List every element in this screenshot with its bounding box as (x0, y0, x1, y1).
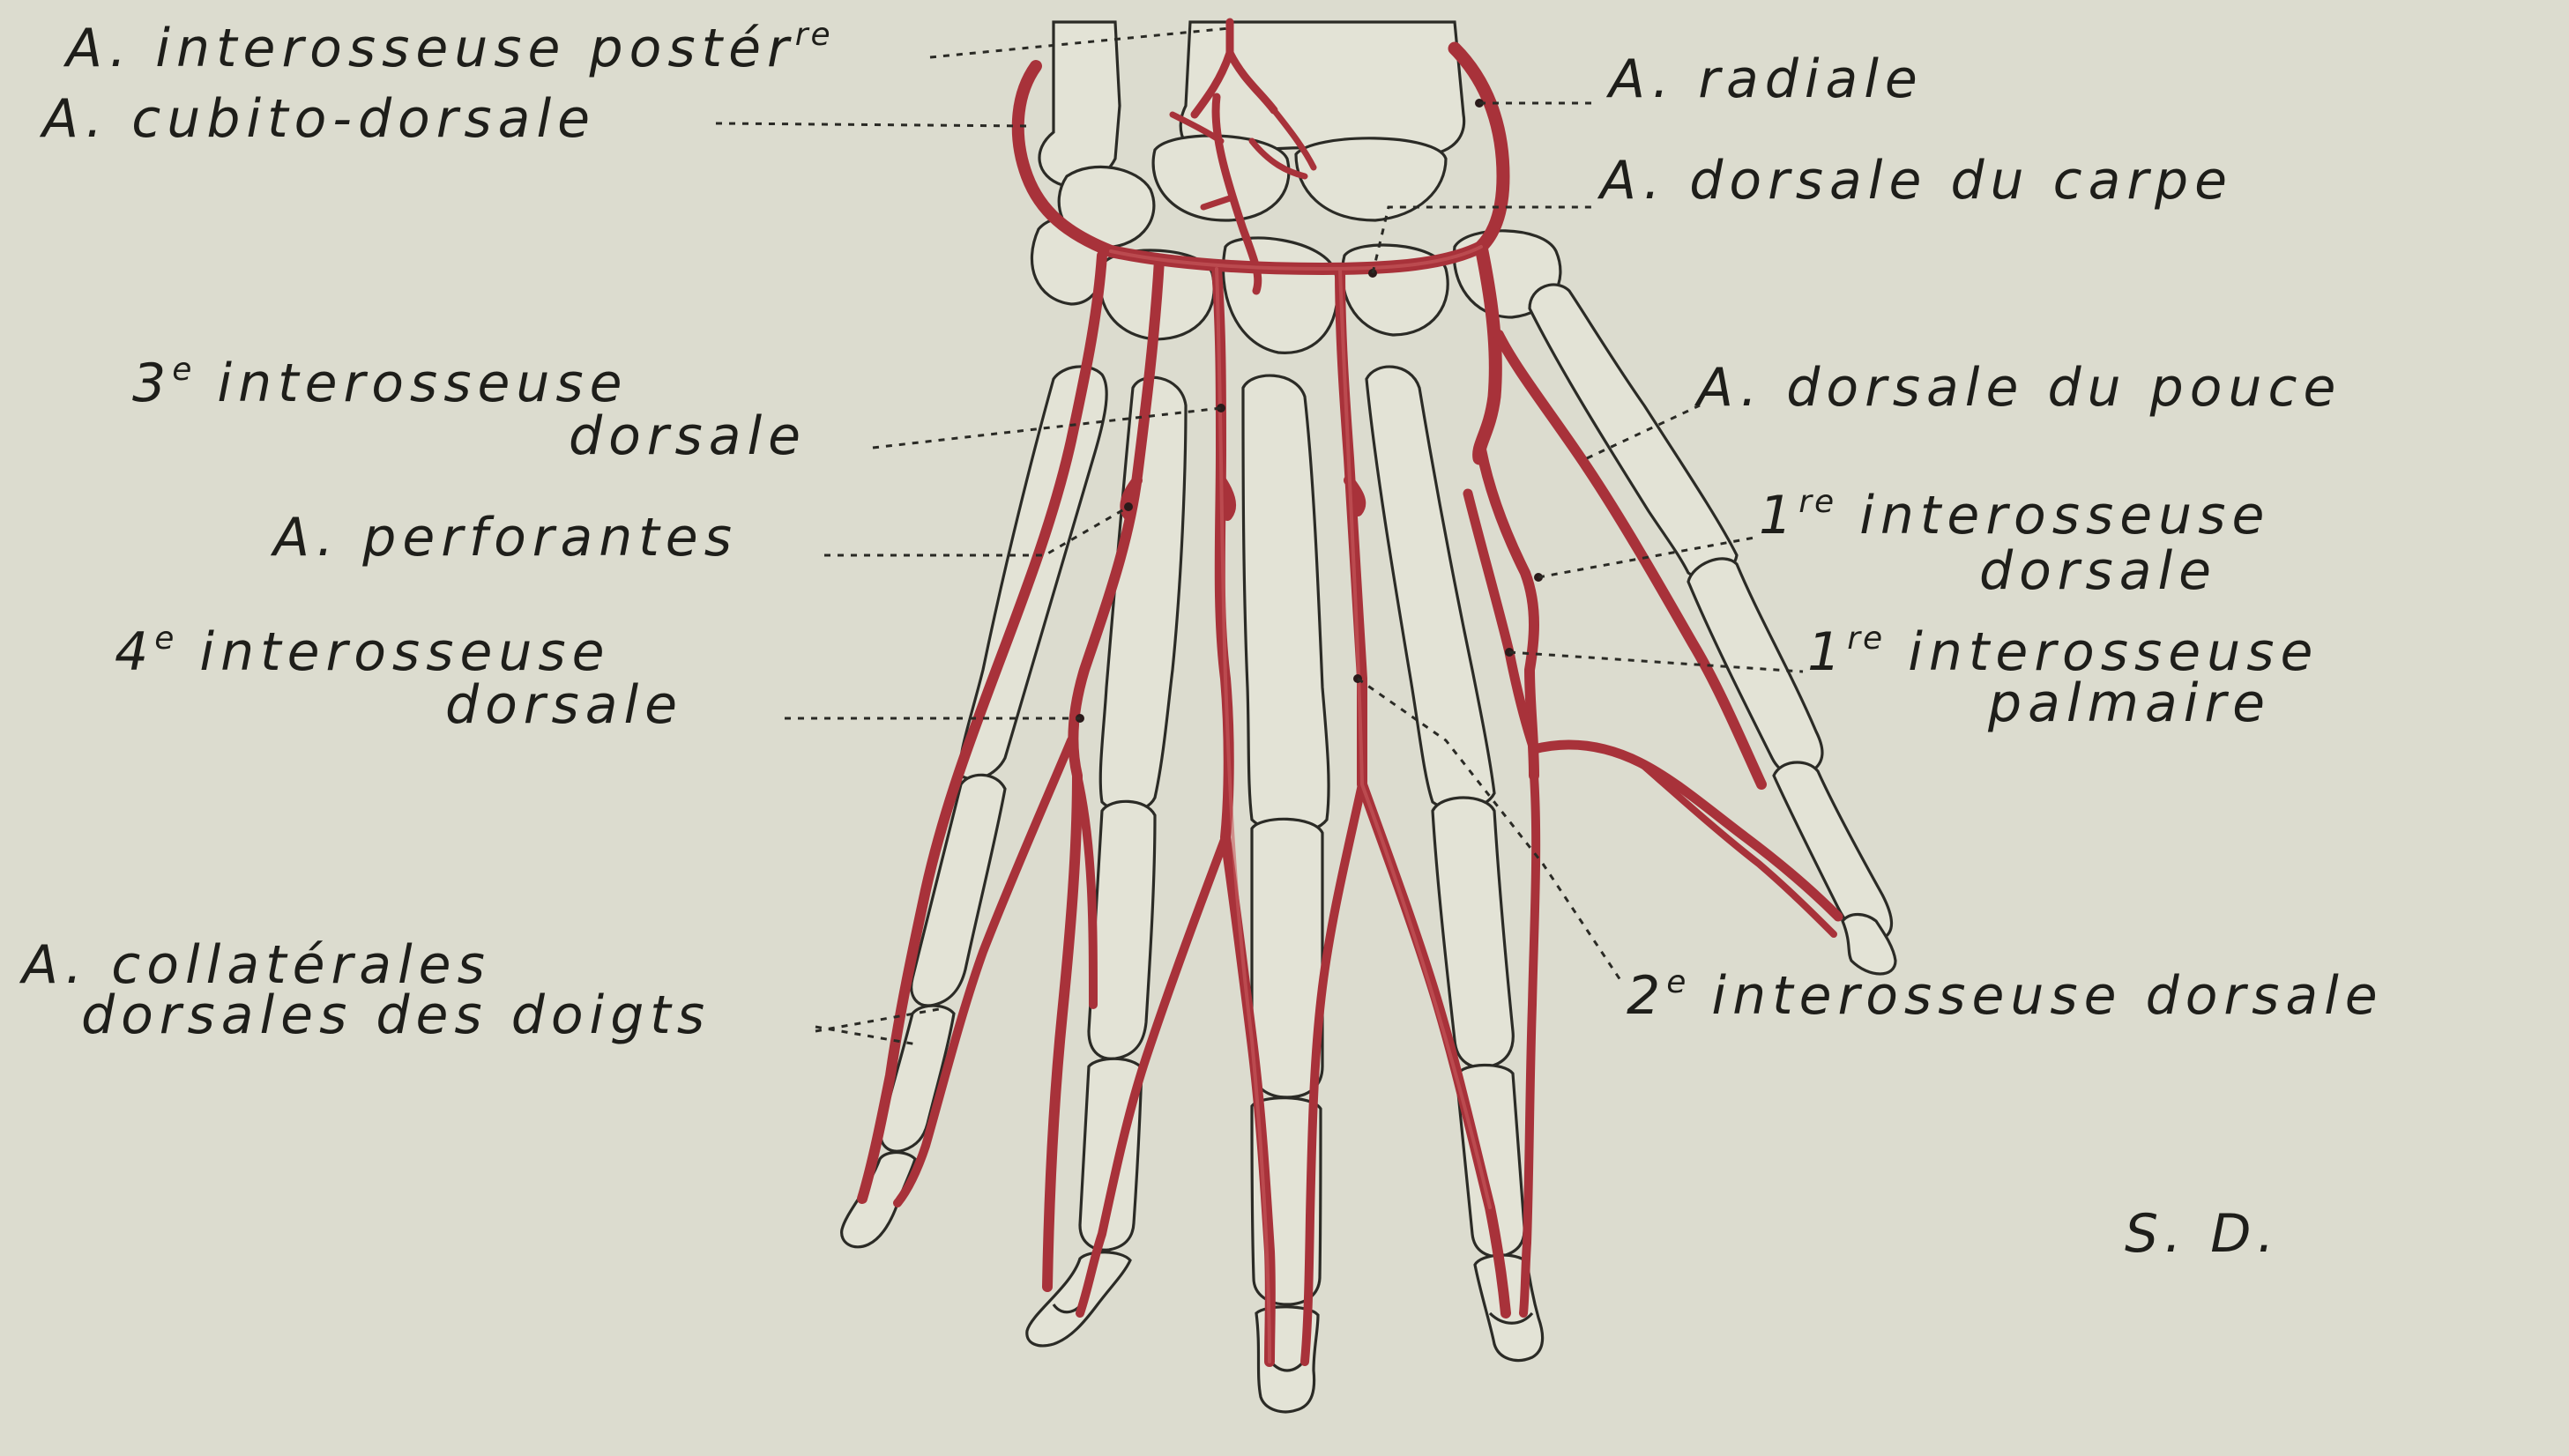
artery-collateral-2-radial (1523, 776, 1536, 1313)
label-dorsale-du-carpe: A. dorsale du carpe (1597, 150, 2233, 212)
label-interosseuse-4-line2: dorsale (445, 674, 683, 736)
label-radiale: A. radiale (1605, 48, 1924, 110)
leader-perforantes (824, 507, 1128, 555)
label-interosseuse-posterieure: A. interosseuse postérre (63, 17, 833, 79)
carpal-bone-capitate (1224, 238, 1338, 353)
proximal-phalanx-4 (1089, 801, 1155, 1059)
label-cubito-dorsale: A. cubito-dorsale (39, 88, 596, 150)
label-interosseuse-3-line1: 3e interosseuse (132, 352, 629, 414)
hand-skeleton (842, 22, 1895, 1412)
distal-phalanx-4 (1027, 1252, 1130, 1346)
metacarpal-3 (1243, 375, 1329, 833)
label-collaterales-line2: dorsales des doigts (81, 984, 711, 1046)
leader-cubito-dorsale (716, 123, 1031, 126)
dot-perforantes (1124, 502, 1133, 511)
label-interosseuse-1-palmaire-line2: palmaire (1987, 672, 2271, 734)
label-interosseuse-3-line2: dorsale (569, 405, 807, 467)
carpal-bone-scaphoid (1296, 138, 1446, 220)
label-interosseuse-1-dorsale-line1: 1re interosseuse (1759, 484, 2270, 546)
label-interosseuse-2: 2e interosseuse dorsale (1627, 964, 2384, 1027)
label-perforantes: A. perforantes (270, 507, 738, 568)
artery-collateral-4-ulnar (1077, 776, 1093, 1005)
metacarpal-2 (1366, 367, 1494, 810)
label-dorsale-du-pouce: A. dorsale du pouce (1694, 357, 2342, 419)
label-interosseuse-1-dorsale-line2: dorsale (1979, 540, 2217, 602)
signature: S. D. (2125, 1203, 2281, 1265)
